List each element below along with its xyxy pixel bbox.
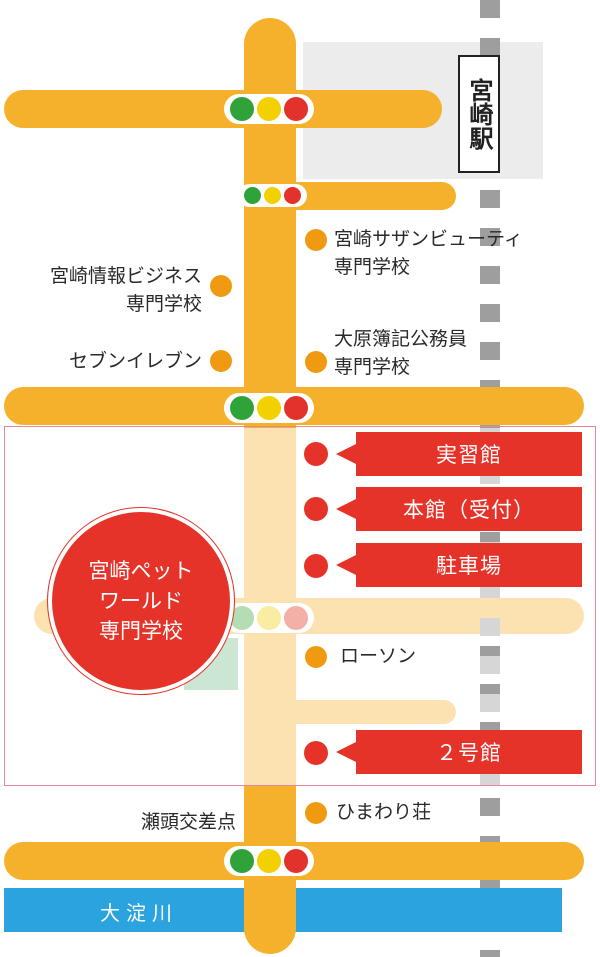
school-name-badge: 宮崎ペット ワールド 専門学校 — [48, 508, 234, 694]
traffic-signal-icon — [224, 94, 314, 124]
school-name-line: 専門学校 — [99, 619, 183, 643]
building-annex2: ２号館 — [336, 730, 582, 774]
landmark-joho-business: 宮崎情報ビジネス専門学校 — [49, 265, 202, 315]
main-vertical-road — [244, 18, 296, 430]
location-dot-icon — [305, 351, 327, 373]
traffic-signal-icon — [224, 846, 314, 876]
landmark-segashira: 瀬頭交差点 — [140, 811, 236, 833]
landmark-ohara: 大原簿記公務員専門学校 — [334, 328, 468, 378]
building-parking: 駐車場 — [336, 543, 582, 587]
location-dot-icon — [305, 802, 327, 824]
location-dot-icon — [304, 741, 328, 765]
station-sign: 宮崎駅 — [458, 55, 500, 173]
campus-area-frame — [4, 426, 596, 786]
landmark-himawari: ひまわり荘 — [336, 801, 432, 823]
road-highlight-branch — [290, 700, 456, 724]
location-dot-icon — [304, 497, 328, 521]
river-label: 大淀川 — [100, 901, 178, 925]
school-name-line: 宮崎ペット — [88, 559, 194, 583]
location-dot-icon — [305, 229, 327, 251]
location-dot-icon — [210, 350, 232, 372]
traffic-signal-icon — [224, 603, 314, 633]
landmark-seven-eleven: セブンイレブン — [68, 350, 202, 372]
traffic-signal-icon — [224, 393, 314, 423]
location-dot-icon — [304, 442, 328, 466]
landmark-lawson: ローソン — [340, 645, 417, 667]
building-honkan: 本館（受付） — [336, 487, 582, 531]
location-dot-icon — [210, 275, 232, 297]
building-jisshukan: 実習館 — [336, 432, 582, 476]
traffic-signal-icon — [238, 184, 307, 207]
landmark-sazan-beauty: 宮崎サザンビューティ専門学校 — [334, 228, 523, 278]
location-dot-icon — [305, 646, 327, 668]
school-name-line: ワールド — [99, 589, 183, 613]
location-dot-icon — [304, 554, 328, 578]
road-north — [4, 90, 442, 128]
